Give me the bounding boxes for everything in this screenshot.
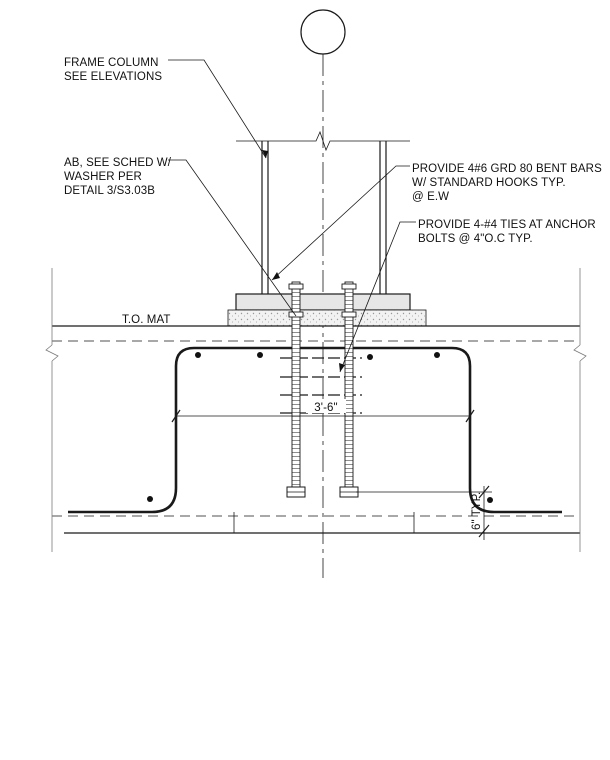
base-plate (235, 293, 411, 311)
mat-slab (45, 268, 587, 552)
note-bent-bars: PROVIDE 4#6 GRD 80 BENT BARS W/ STANDARD… (271, 163, 602, 281)
note-anchor-bolt-line-3: DETAIL 3/S3.03B (64, 185, 155, 197)
note-frame-column-line-1: FRAME COLUMN (64, 57, 158, 69)
note-bent-bars-line-2: W/ STANDARD HOOKS TYP. (412, 177, 566, 189)
note-anchor-bolt-line-2: WASHER PER (64, 171, 142, 183)
anchor-bolt-right (339, 281, 359, 498)
frame-column (261, 141, 387, 294)
dimension-hook-offset: 6" TYP. (356, 485, 492, 540)
rebar-dots (147, 352, 493, 503)
grid-bubble (300, 9, 346, 55)
column-break-line (236, 130, 410, 152)
dimension-bar-width-text: 3'-6" (314, 402, 337, 414)
top-of-mat-label: T.O. MAT (122, 314, 171, 326)
note-frame-column-line-2: SEE ELEVATIONS (64, 71, 162, 83)
note-ties-line-1: PROVIDE 4-#4 TIES AT ANCHOR (418, 219, 596, 231)
note-ties: PROVIDE 4-#4 TIES AT ANCHOR BOLTS @ 4"O.… (339, 219, 596, 373)
dimension-bar-width: 3'-6" (171, 399, 475, 423)
note-frame-column: FRAME COLUMN SEE ELEVATIONS (64, 57, 268, 159)
dimension-hook-offset-text: 6" TYP. (471, 492, 483, 530)
note-bent-bars-line-1: PROVIDE 4#6 GRD 80 BENT BARS (412, 163, 602, 175)
note-bent-bars-line-3: @ E.W (412, 191, 449, 203)
anchor-bolt-left (286, 281, 306, 498)
bent-bar-profile (68, 346, 562, 514)
note-anchor-bolt-line-1: AB, SEE SCHED W/ (64, 157, 172, 169)
note-anchor-bolt: AB, SEE SCHED W/ WASHER PER DETAIL 3/S3.… (64, 157, 297, 317)
note-ties-line-2: BOLTS @ 4"O.C TYP. (418, 233, 533, 245)
grout-pad (227, 309, 427, 327)
